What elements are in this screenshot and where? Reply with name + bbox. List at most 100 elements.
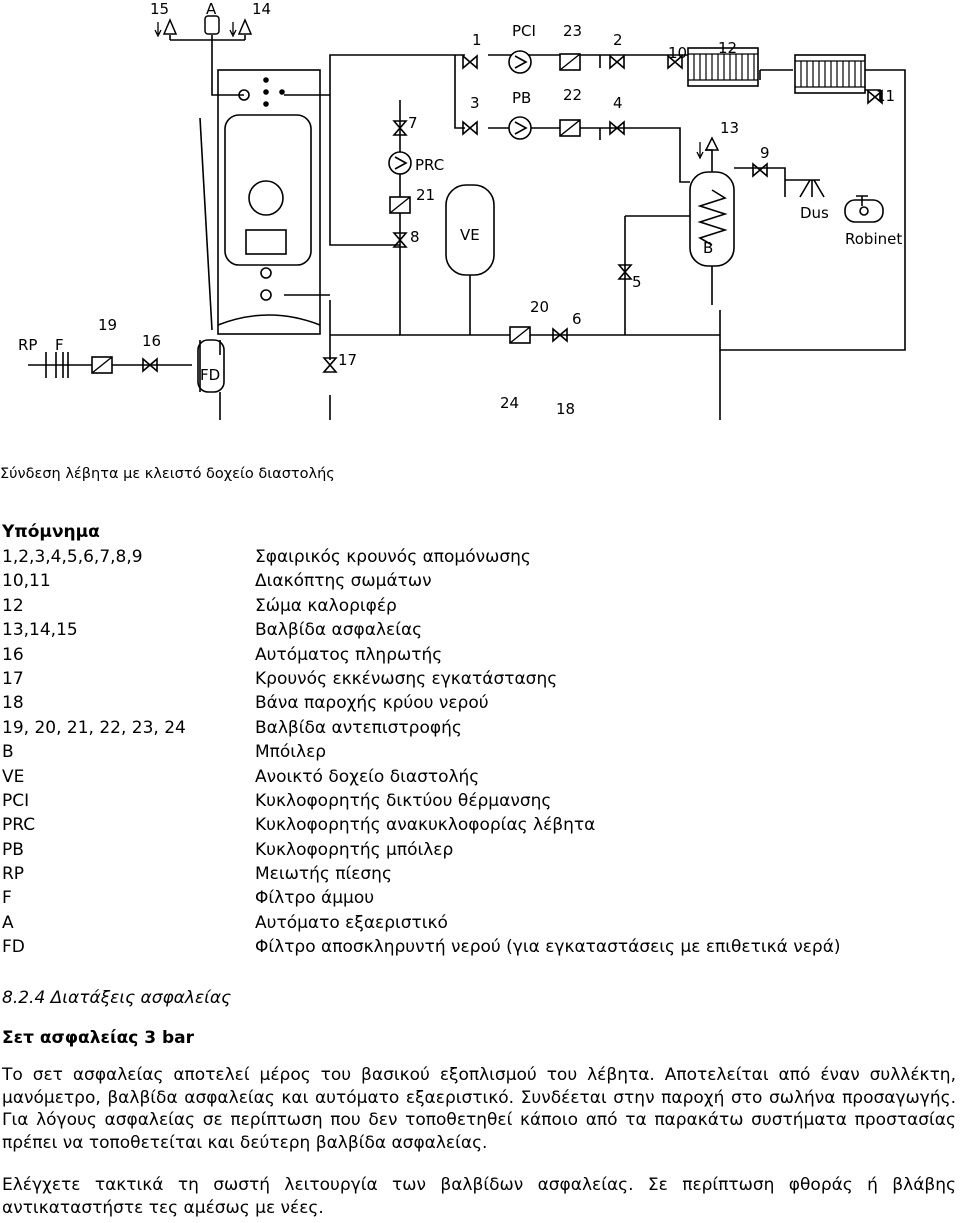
label-22: 22: [563, 86, 582, 104]
legend-code: VE: [2, 766, 25, 787]
safety-valve-14: [229, 18, 253, 38]
label-24: 24: [500, 394, 519, 412]
legend-row: 19, 20, 21, 22, 23, 24 Βαλβίδα αντεπιστρο…: [2, 716, 957, 740]
legend-desc: Αυτόματος πληρωτής: [255, 644, 443, 665]
label-17: 17: [338, 351, 357, 369]
legend-code: 10,11: [2, 571, 51, 592]
legend-code: 16: [2, 644, 24, 665]
check-valve-20: [509, 326, 531, 344]
label-21: 21: [416, 186, 435, 204]
label-11: 11: [876, 87, 895, 105]
label-robinet: Robinet: [845, 230, 902, 248]
legend-row: 16 Αυτόματος πληρωτής: [2, 643, 957, 667]
legend-row: 18 Βάνα παροχής κρύου νερού: [2, 691, 957, 715]
legend-desc: Σφαιρικός κρουνός απομόνωσης: [255, 547, 531, 567]
legend-code: PCI: [2, 790, 30, 811]
legend-code: B: [2, 742, 14, 763]
legend-row: 17 Κρουνός εκκένωσης εγκατάστασης: [2, 667, 957, 691]
label-8: 8: [410, 228, 420, 246]
label-14: 14: [252, 0, 271, 18]
legend-desc: Κυκλοφορητής μπόιλερ: [255, 839, 454, 860]
label-2: 2: [613, 31, 623, 49]
valve-3: [462, 121, 478, 135]
label-19: 19: [98, 316, 117, 334]
label-rp: RP: [18, 336, 37, 354]
label-pci: PCI: [512, 22, 536, 40]
legend-row: 13,14,15 Βαλβίδα ασφαλείας: [2, 618, 957, 642]
label-dus: Dus: [800, 204, 829, 222]
legend-row: 1,2,3,4,5,6,7,8,9 Σφαιρικός κρουνός απομό…: [2, 545, 957, 569]
legend-row: PB Κυκλοφορητής μπόιλερ: [2, 838, 957, 862]
label-23: 23: [563, 22, 582, 40]
label-9: 9: [760, 144, 770, 162]
paragraph: Ελέγχετε τακτικά τη σωστή λειτουργία των…: [2, 1175, 956, 1218]
legend-desc: Βαλβίδα αντεπιστροφής: [255, 717, 462, 738]
section-heading: 8.2.4 Διατάξεις ασφαλείας: [2, 988, 232, 1008]
check-valve-19: [91, 356, 113, 374]
label-16: 16: [142, 332, 161, 350]
legend-desc: Βαλβίδα ασφαλείας: [255, 620, 423, 641]
label-18: 18: [556, 400, 575, 418]
valve-1: [462, 55, 478, 69]
section-subtitle: Σετ ασφαλείας 3 bar: [2, 1028, 195, 1048]
valve-9: [752, 163, 768, 177]
label-a: A: [206, 0, 217, 18]
legend-code: 13,14,15: [2, 620, 78, 641]
legend-row: PCI Κυκλοφορητής δικτύου θέρμανσης: [2, 789, 957, 813]
legend-title: Υπόμνημα: [2, 522, 100, 542]
legend-code: 1,2,3,4,5,6,7,8,9: [2, 547, 143, 567]
boiler: [199, 69, 321, 335]
legend-row: A Αυτόματο εξαεριστικό: [2, 911, 957, 935]
radiator-2: [794, 54, 866, 94]
label-20: 20: [530, 298, 549, 316]
label-1: 1: [472, 31, 482, 49]
label-f: F: [55, 336, 64, 354]
label-4: 4: [613, 94, 623, 112]
legend-desc: Ανοικτό δοχείο διαστολής: [255, 766, 480, 787]
legend-desc: Αυτόματο εξαεριστικό: [255, 912, 448, 933]
label-10: 10: [668, 44, 687, 62]
safety-valve-13: [696, 136, 720, 160]
label-15: 15: [150, 0, 169, 18]
legend-code: F: [2, 888, 12, 909]
label-7: 7: [408, 114, 418, 132]
legend-code: 18: [2, 693, 24, 714]
legend-code: A: [2, 912, 14, 933]
check-valve-22: [559, 119, 581, 137]
label-6: 6: [572, 310, 582, 328]
label-5: 5: [632, 273, 642, 291]
air-vent-a: [204, 15, 220, 35]
valve-17: [323, 357, 337, 373]
pump-pci: [508, 50, 532, 74]
check-valve-23: [559, 53, 581, 71]
legend-code: 19, 20, 21, 22, 23, 24: [2, 717, 186, 738]
label-pb: PB: [512, 89, 531, 107]
legend-desc: Βάνα παροχής κρύου νερού: [255, 693, 489, 714]
legend-desc: Φίλτρο αποσκληρυντή νερού (για εγκαταστά…: [255, 937, 841, 958]
legend-code: FD: [2, 937, 25, 958]
valve-2: [609, 55, 625, 69]
legend-desc: Μειωτής πίεσης: [255, 864, 392, 885]
legend-desc: Κρουνός εκκένωσης εγκατάστασης: [255, 668, 558, 689]
label-fd: FD: [200, 366, 220, 384]
safety-valve-15: [154, 18, 178, 38]
label-13: 13: [720, 119, 739, 137]
legend-code: PB: [2, 839, 24, 860]
legend-desc: Μπόιλερ: [255, 742, 327, 763]
pump-pb: [508, 116, 532, 140]
legend-row: VE Ανοικτό δοχείο διαστολής: [2, 765, 957, 789]
label-b: B: [703, 239, 713, 257]
legend-desc: Κυκλοφορητής ανακυκλοφορίας λέβητα: [255, 815, 596, 836]
legend-row: B Μπόιλερ: [2, 740, 957, 764]
pump-prc: [388, 151, 412, 175]
legend-desc: Κυκλοφορητής δικτύου θέρμανσης: [255, 790, 552, 811]
label-ve: VE: [460, 226, 480, 244]
check-valve-21: [389, 196, 411, 214]
legend-desc: Σώμα καλοριφέρ: [255, 595, 397, 616]
legend-code: 17: [2, 668, 24, 689]
